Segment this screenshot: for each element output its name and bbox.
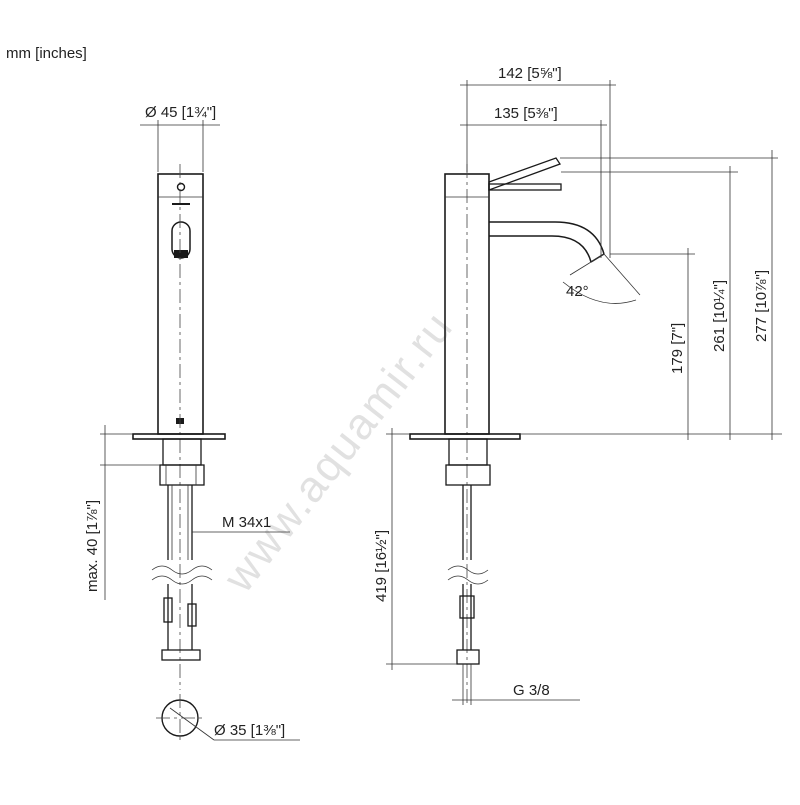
hose-nut-front xyxy=(161,649,201,661)
watermark: www.aquamir.ru xyxy=(214,302,463,602)
dim-spout-angle: 42° xyxy=(566,283,589,300)
watermark-text: www.aquamir.ru xyxy=(214,302,463,602)
dim-connection: G 3/8 xyxy=(513,682,550,699)
base-plate-front xyxy=(132,433,226,440)
lever-handle xyxy=(488,157,561,191)
dim-spout-reach: 135 [5⅜"] xyxy=(494,105,558,122)
dim-hose-diameter: Ø 35 [1⅜"] xyxy=(214,722,285,739)
front-view: Ø 45 [1¾"] max. 40 [1⅞"] M 34x1 Ø 35 [1⅜… xyxy=(84,104,300,742)
hose-nut-side xyxy=(456,649,480,665)
side-view: 142 [5⅝"] 135 [5⅜"] 42° 179 [7"] 261 [10… xyxy=(373,65,782,705)
dim-overall-reach: 142 [5⅝"] xyxy=(498,65,562,82)
units-label: mm [inches] xyxy=(6,45,87,62)
dim-max-deck: max. 40 [1⅞"] xyxy=(84,500,101,592)
dim-thread: M 34x1 xyxy=(222,514,271,531)
dim-overall-height: 277 [10⅞"] xyxy=(753,270,770,342)
dim-outlet-height: 261 [10¼"] xyxy=(711,280,728,352)
dim-spout-height: 179 [7"] xyxy=(669,323,686,374)
dim-hose-length: 419 [16½"] xyxy=(373,530,390,602)
mounting-nut xyxy=(159,464,205,486)
dim-body-diameter: Ø 45 [1¾"] xyxy=(145,104,216,121)
mounting-nut-side xyxy=(445,464,491,486)
mounting-shank xyxy=(162,438,202,466)
lever-pivot xyxy=(176,182,186,192)
base-plate-side xyxy=(409,433,521,440)
faucet-body-front xyxy=(157,173,204,435)
spout-upper xyxy=(489,221,605,255)
spout-lower xyxy=(489,235,592,263)
